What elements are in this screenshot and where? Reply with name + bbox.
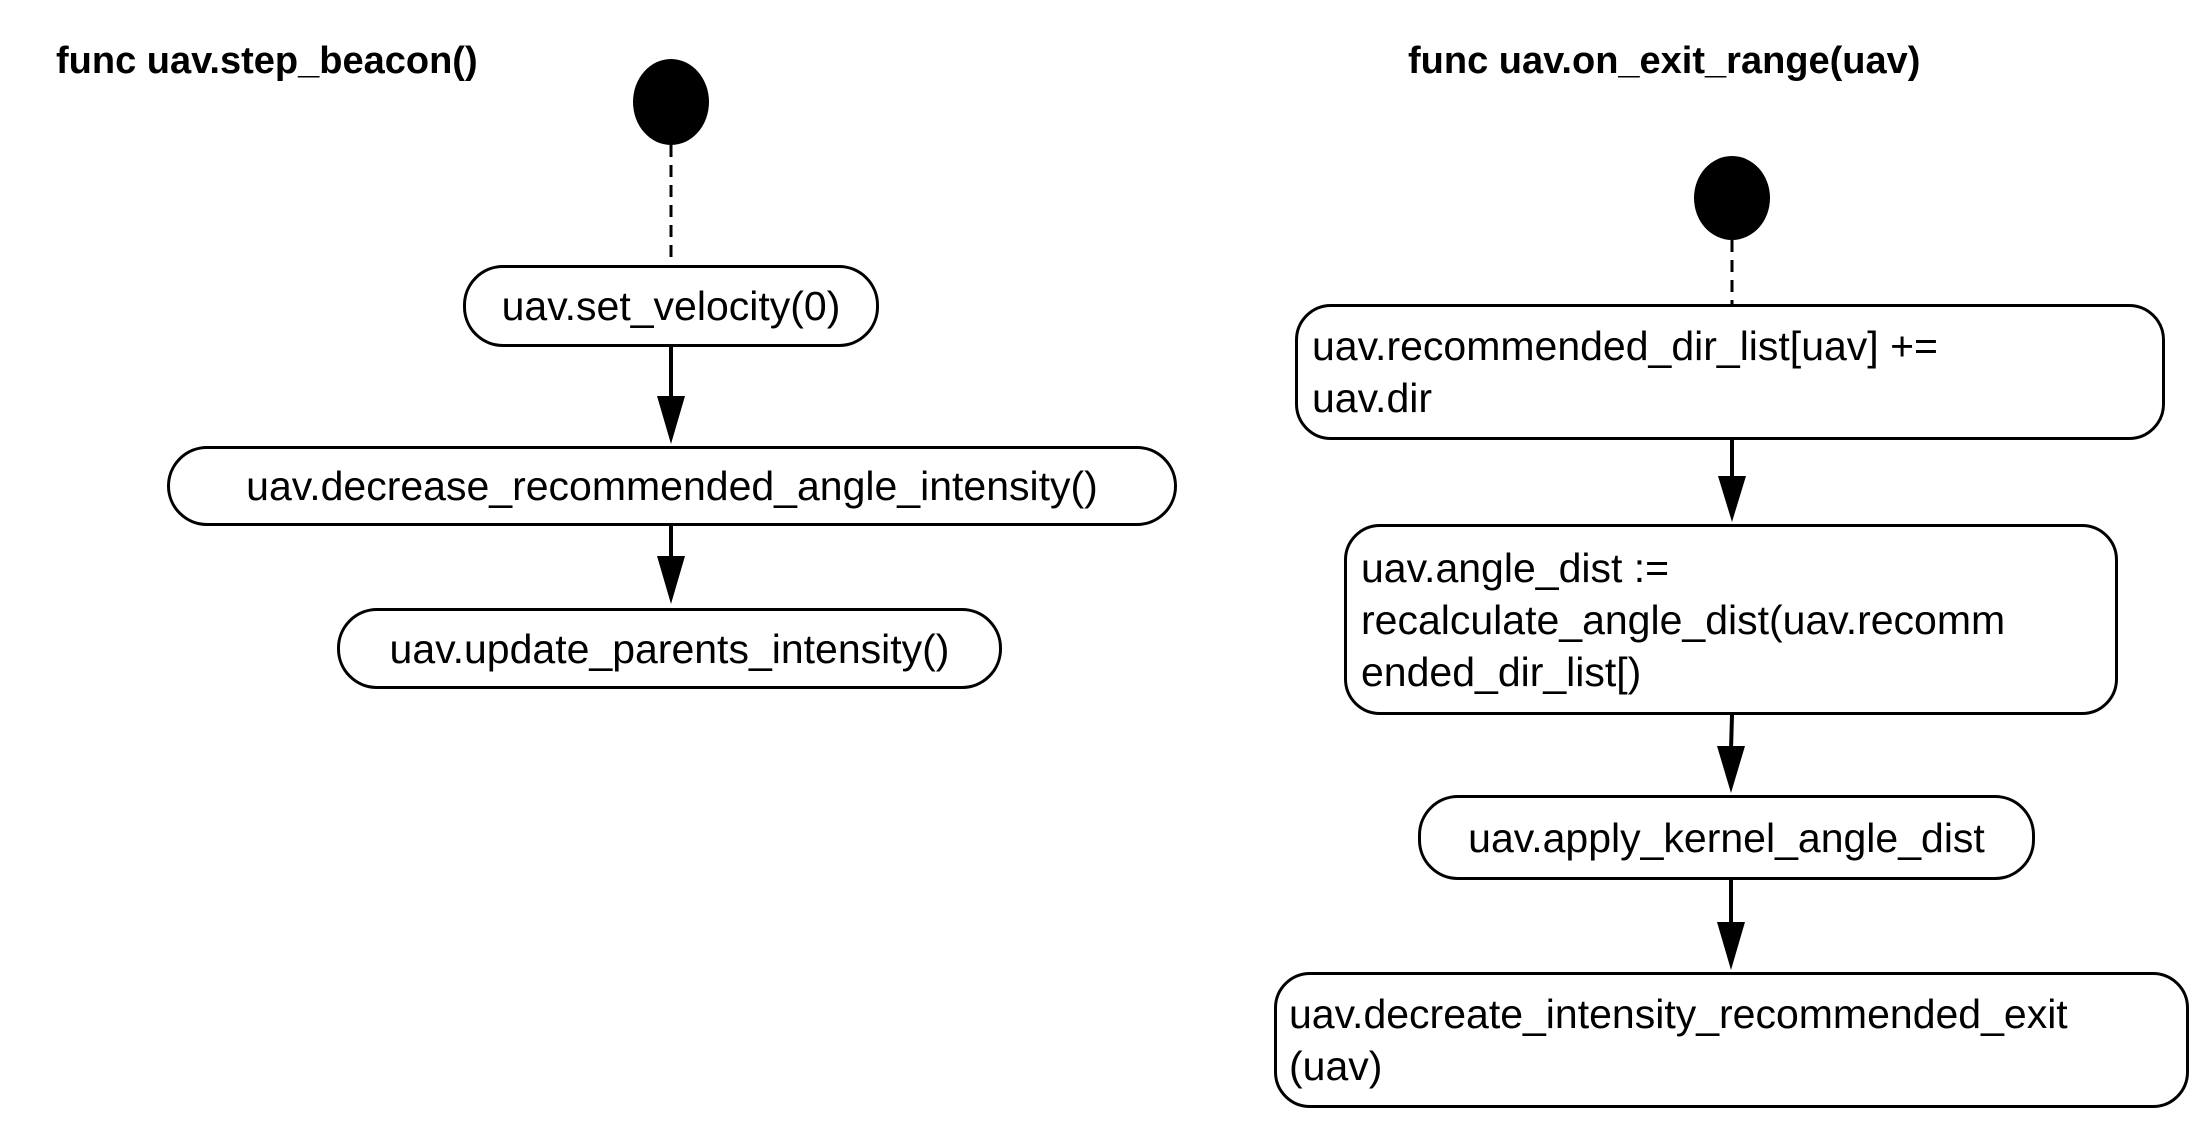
left-action-set-velocity: uav.set_velocity(0) [463, 265, 879, 347]
left-action-decrease-intensity: uav.decrease_recommended_angle_intensity… [167, 446, 1177, 526]
right-action-recalculate-angle-dist: uav.angle_dist := recalculate_angle_dist… [1344, 524, 2118, 715]
right-function-title: func uav.on_exit_range(uav) [1408, 40, 1921, 82]
right-action-append-dir: uav.recommended_dir_list[uav] += uav.dir [1295, 304, 2165, 440]
right-action-decrease-intensity-exit: uav.decreate_intensity_recommended_exit … [1274, 972, 2189, 1108]
left-initial-node [633, 59, 709, 145]
right-arrow-2 [1717, 714, 1745, 793]
left-arrow-2 [657, 526, 685, 604]
left-function-title: func uav.step_beacon() [56, 40, 478, 82]
right-initial-node [1694, 156, 1770, 240]
left-action-update-parents: uav.update_parents_intensity() [337, 608, 1002, 689]
right-action-apply-kernel: uav.apply_kernel_angle_dist [1418, 795, 2035, 880]
right-arrow-1 [1718, 440, 1746, 522]
left-arrow-1 [657, 347, 685, 444]
right-arrow-3 [1717, 880, 1745, 970]
